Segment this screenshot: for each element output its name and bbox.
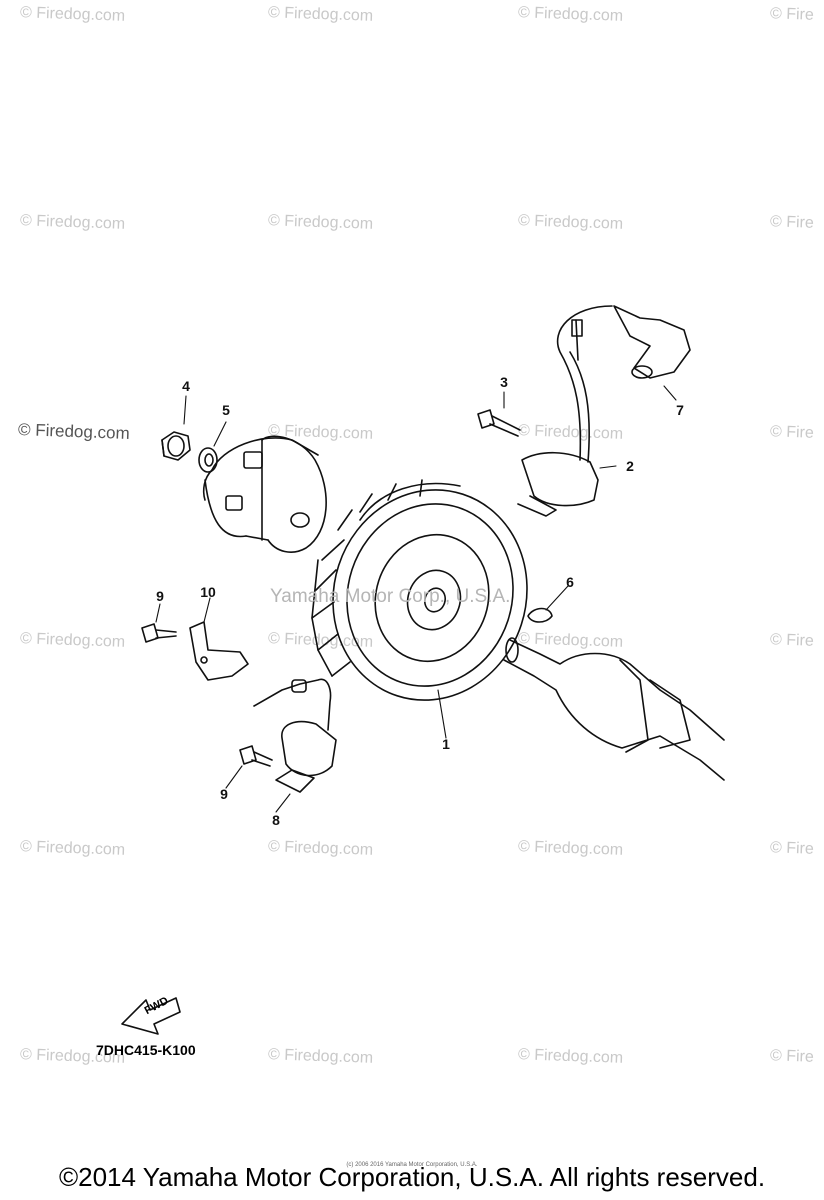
bolt-part-3 <box>477 409 521 437</box>
callout-2: 2 <box>626 458 634 474</box>
callout-8: 8 <box>272 812 280 828</box>
callout-7: 7 <box>676 402 684 418</box>
ignition-coil-part-2 <box>517 305 613 517</box>
callout-4: 4 <box>182 378 190 394</box>
callout-10: 10 <box>200 584 216 600</box>
flywheel-part-1 <box>311 479 528 701</box>
fwd-arrow-icon <box>121 997 181 1035</box>
callout-9-upper: 9 <box>156 588 164 604</box>
bolt-part-9-lower <box>239 745 273 767</box>
callout-3: 3 <box>500 374 508 390</box>
crankshaft <box>503 637 725 781</box>
washer-part-5 <box>198 447 218 473</box>
leader-lines <box>155 385 677 813</box>
callout-5: 5 <box>222 402 230 418</box>
callout-6: 6 <box>566 574 574 590</box>
woodruff-key-part-6 <box>527 607 553 623</box>
bracket-part-10 <box>189 621 249 681</box>
tiny-credit: (c) 2006 2016 Yamaha Motor Corporation, … <box>346 1162 478 1168</box>
center-watermark: Yamaha Motor Corp., U.S.A. <box>270 586 511 607</box>
bolt-part-9-upper <box>141 623 177 643</box>
nut-part-4 <box>161 431 191 461</box>
copyright-notice: ©2014 Yamaha Motor Corporation, U.S.A. A… <box>58 1162 766 1192</box>
figure-code: 7DHC415-K100 <box>96 1042 196 1058</box>
stator-coil <box>202 435 327 553</box>
callout-1: 1 <box>442 736 450 752</box>
pulser-coil-part-8 <box>253 678 337 793</box>
spark-plug-cap-part-7 <box>613 305 691 379</box>
callout-9-lower: 9 <box>220 786 228 802</box>
